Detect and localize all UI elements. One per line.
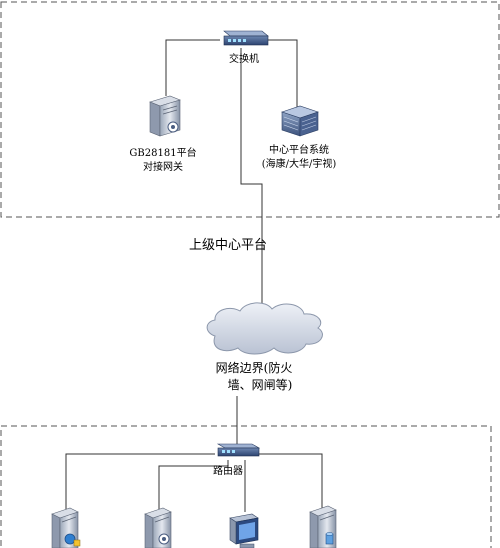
central-platform-rack-icon (281, 105, 319, 137)
lower-server-2-icon (144, 507, 172, 548)
router-icon (216, 443, 261, 457)
router-label: 路由器 (213, 464, 243, 477)
switch-icon (223, 30, 269, 46)
workstation-icon (229, 513, 259, 548)
network-boundary-cloud-icon (206, 302, 323, 355)
gateway-server-icon (149, 95, 181, 137)
upper-zone-border (0, 1, 500, 218)
upper-links (165, 39, 298, 310)
lower-zone-border (0, 425, 492, 548)
central-platform-label-line1: 中心平台系统 (269, 143, 329, 156)
switch-label: 交换机 (229, 52, 259, 65)
boundary-label-line1: 网络边界(防火 (216, 360, 293, 375)
central-platform-label-line2: (海康/大华/宇视) (262, 157, 337, 170)
gateway-label-line2: 对接网关 (143, 160, 183, 173)
lower-links (65, 453, 323, 512)
upper-zone-title: 上级中心平台 (189, 238, 267, 253)
gateway-label-line1: GB28181平台 (129, 146, 196, 159)
lower-server-1-icon (51, 507, 81, 548)
lower-server-3-icon (309, 505, 337, 548)
boundary-label-line2: 墙、网闸等) (228, 378, 293, 392)
